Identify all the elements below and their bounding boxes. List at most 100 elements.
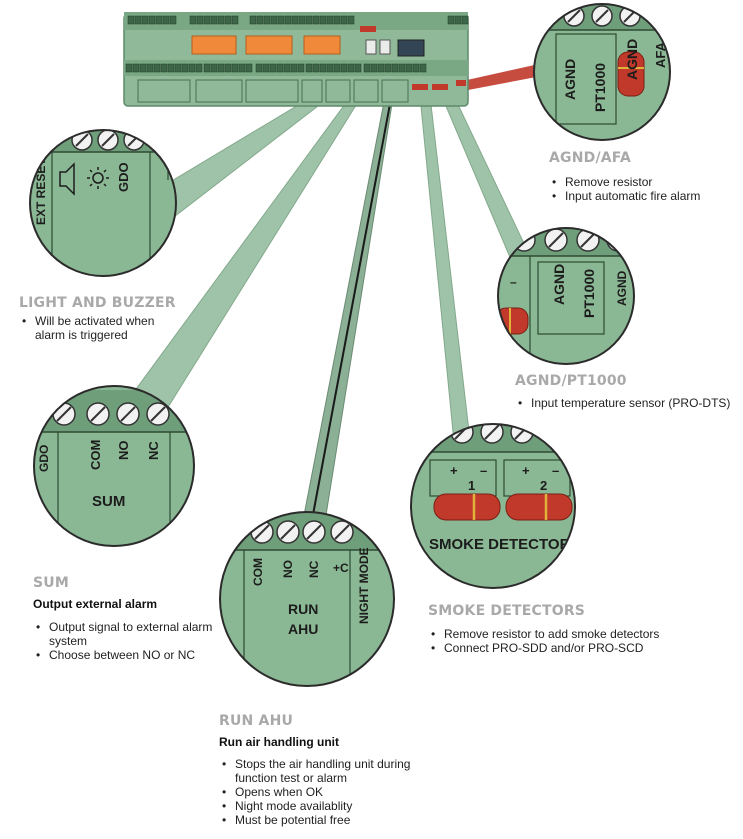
- board-terminal: [217, 15, 225, 25]
- bullet: Connect PRO-SDD and/or PRO-SCD: [431, 641, 659, 655]
- bullet: Input automatic fire alarm: [552, 189, 700, 203]
- bullet: Will be activated when: [22, 314, 154, 328]
- board-terminal: [319, 63, 327, 73]
- board-terminal: [354, 63, 362, 73]
- board-terminal: [312, 63, 320, 73]
- relay-2: [245, 35, 293, 55]
- board-terminal: [125, 63, 133, 73]
- label-minus: –: [480, 463, 487, 478]
- bullet: Output signal to external alarm: [36, 620, 212, 634]
- run-ahu-heading: RUN AHU: [219, 713, 294, 729]
- smoke-resistor-1: [433, 493, 501, 521]
- label-sum: SUM: [92, 493, 125, 510]
- terminal-strip-top: [127, 15, 469, 25]
- label-plus-c: +C: [333, 561, 349, 575]
- board-terminal: [419, 63, 427, 73]
- label-nc: NC: [307, 560, 321, 578]
- board-terminal: [134, 15, 142, 25]
- beam-pt1000: [439, 91, 531, 263]
- board-terminal: [195, 63, 203, 73]
- bullet-continuation: alarm is triggered: [35, 328, 128, 342]
- beam-run-ahu-shadow: [311, 103, 391, 521]
- board-terminal: [377, 63, 385, 73]
- board-terminal: [461, 15, 469, 25]
- relay-3: [303, 35, 341, 55]
- board-terminal: [333, 63, 341, 73]
- board-terminal: [340, 15, 348, 25]
- agnd-afa-heading: AGND/AFA: [549, 150, 632, 166]
- label-minus: –: [552, 463, 559, 478]
- board-terminal: [283, 63, 291, 73]
- lens-agnd-afa: AGND PT1000 AGND AFA: [533, 3, 671, 141]
- board-terminal: [291, 15, 299, 25]
- board-terminal: [255, 63, 263, 73]
- board-terminal: [127, 15, 135, 25]
- bullet: Input temperature sensor (PRO-DTS): [518, 396, 730, 410]
- board-terminal: [160, 63, 168, 73]
- label-no: NO: [281, 560, 295, 578]
- beam-afa: [458, 62, 552, 90]
- board-terminal: [203, 63, 211, 73]
- board-terminal: [305, 15, 313, 25]
- label-pt1000: PT1000: [592, 63, 608, 112]
- board-terminal: [196, 15, 204, 25]
- board-terminal: [276, 63, 284, 73]
- board-terminal: [370, 63, 378, 73]
- board-terminal: [238, 63, 246, 73]
- smoke-heading: SMOKE DETECTORS: [428, 603, 586, 619]
- bullet: Remove resistor to add smoke detectors: [431, 627, 659, 641]
- board-terminal: [319, 15, 327, 25]
- label-com: COM: [88, 440, 103, 470]
- label-agnd: AGND: [624, 39, 640, 80]
- label-afa: AFA: [653, 41, 668, 68]
- smoke-resistor-2: [505, 493, 573, 521]
- board-sections: [137, 79, 409, 103]
- light-buzzer-bullets: Will be activated when alarm is triggere…: [21, 314, 154, 342]
- board-component: [365, 39, 377, 55]
- board-terminal: [284, 15, 292, 25]
- label-plus: +: [450, 463, 458, 478]
- board-terminal: [391, 63, 399, 73]
- board-terminal: [290, 63, 298, 73]
- board-terminal: [270, 15, 278, 25]
- board-terminal: [263, 15, 271, 25]
- board-terminal: [231, 15, 239, 25]
- bullet-continuation: system: [49, 634, 88, 648]
- label-plus: +: [522, 463, 530, 478]
- sum-bullets: Output signal to external alarm system C…: [35, 620, 212, 662]
- board-terminal: [210, 63, 218, 73]
- board-terminal: [245, 63, 253, 73]
- board-terminal: [269, 63, 277, 73]
- board-terminal: [224, 63, 232, 73]
- lens-sum: GDO COM NO NC SUM: [33, 385, 195, 547]
- board-terminal: [141, 15, 149, 25]
- board-resistor: [456, 80, 466, 86]
- board-component: [379, 39, 391, 55]
- sum-heading: SUM: [33, 575, 69, 591]
- board-terminal: [167, 63, 175, 73]
- board-resistor: [432, 84, 448, 90]
- label-nc: NC: [146, 441, 161, 460]
- board-terminal: [162, 15, 170, 25]
- label-minus: –: [510, 275, 517, 289]
- board-terminal: [155, 15, 163, 25]
- board-terminal: [298, 15, 306, 25]
- board-terminal: [188, 63, 196, 73]
- smoke-bullets: Remove resistor to add smoke detectors C…: [430, 627, 659, 655]
- label-agnd: AGND: [551, 264, 567, 305]
- board-terminal: [363, 63, 371, 73]
- beam-smoke: [419, 95, 471, 443]
- terminal-strip-middle: [125, 63, 427, 73]
- board-terminal: [347, 63, 355, 73]
- board-terminal: [405, 63, 413, 73]
- board-terminal: [326, 63, 334, 73]
- agnd-pt1000-heading: AGND/PT1000: [515, 373, 627, 389]
- speaker-icon: [59, 162, 75, 196]
- bullet: Opens when OK: [222, 785, 410, 799]
- label-run: RUN: [288, 601, 318, 617]
- board-terminal: [132, 63, 140, 73]
- light-buzzer-heading: LIGHT AND BUZZER: [19, 295, 176, 311]
- board-terminal: [262, 63, 270, 73]
- lens-smoke-detectors: + – 1 + – 2 SMOKE DETECTORS: [410, 423, 576, 589]
